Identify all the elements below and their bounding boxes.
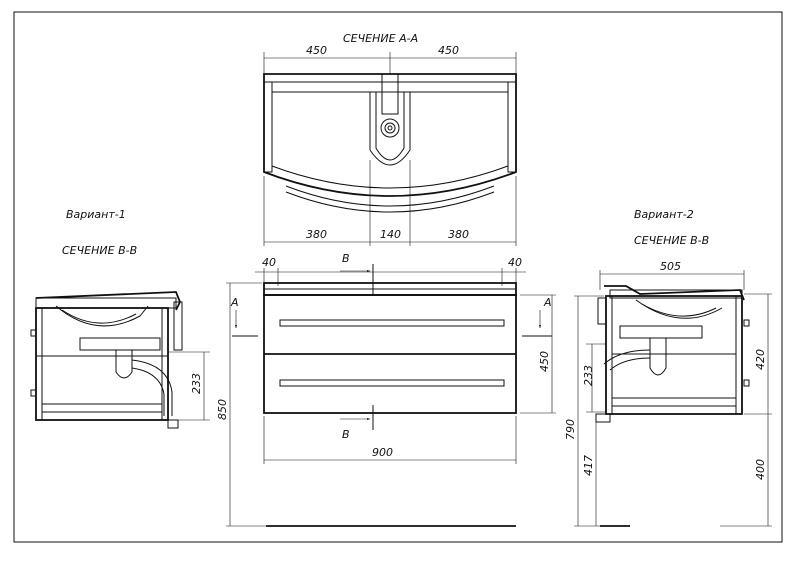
cut-mark-a-right: A <box>543 296 552 309</box>
variant2-dim-400: 400 <box>754 459 767 480</box>
variant2-dim-420: 420 <box>754 349 767 370</box>
front-dim-right-40: 40 <box>508 256 522 269</box>
top-dim-bottom-140: 140 <box>380 228 401 241</box>
top-dim-right-450: 450 <box>438 44 459 57</box>
cut-mark-b-top: B <box>342 252 350 265</box>
variant-2-section: Вариант-2 СЕЧЕНИЕ В-В 505 233 <box>564 208 772 527</box>
variant2-dim-790: 790 <box>564 419 577 440</box>
front-view: 40 40 B A A B 450 850 <box>216 252 556 527</box>
drawing-frame <box>13 11 783 543</box>
variant1-title: Вариант-1 <box>66 208 126 221</box>
top-view-section-aa: СЕЧЕНИЕ А-А 450 450 380 140 <box>263 32 517 246</box>
variant-1-section: Вариант-1 СЕЧЕНИЕ В-В 233 <box>30 208 210 429</box>
variant2-section-title: СЕЧЕНИЕ В-В <box>634 234 709 247</box>
top-dim-bottom-380-left: 380 <box>306 228 327 241</box>
cut-mark-a-left: A <box>230 296 239 309</box>
front-dim-height-450: 450 <box>538 351 551 372</box>
variant2-dim-505: 505 <box>660 260 681 273</box>
cut-mark-b-bottom: B <box>342 428 350 441</box>
drain-icon <box>380 118 400 138</box>
variant2-dim-417: 417 <box>582 455 595 476</box>
variant1-section-title: СЕЧЕНИЕ В-В <box>62 244 137 257</box>
variant2-dim-233: 233 <box>582 365 595 386</box>
drawer-handle-top <box>279 319 505 327</box>
top-dim-bottom-380-right: 380 <box>448 228 469 241</box>
top-dim-left-450: 450 <box>306 44 327 57</box>
front-dim-height-850: 850 <box>216 399 229 420</box>
variant2-title: Вариант-2 <box>634 208 694 221</box>
front-dim-left-40: 40 <box>262 256 276 269</box>
front-dim-width-900: 900 <box>372 446 393 459</box>
section-aa-title: СЕЧЕНИЕ А-А <box>343 32 418 45</box>
variant1-dim-233: 233 <box>190 373 203 394</box>
drawer-handle-bottom <box>279 379 505 387</box>
